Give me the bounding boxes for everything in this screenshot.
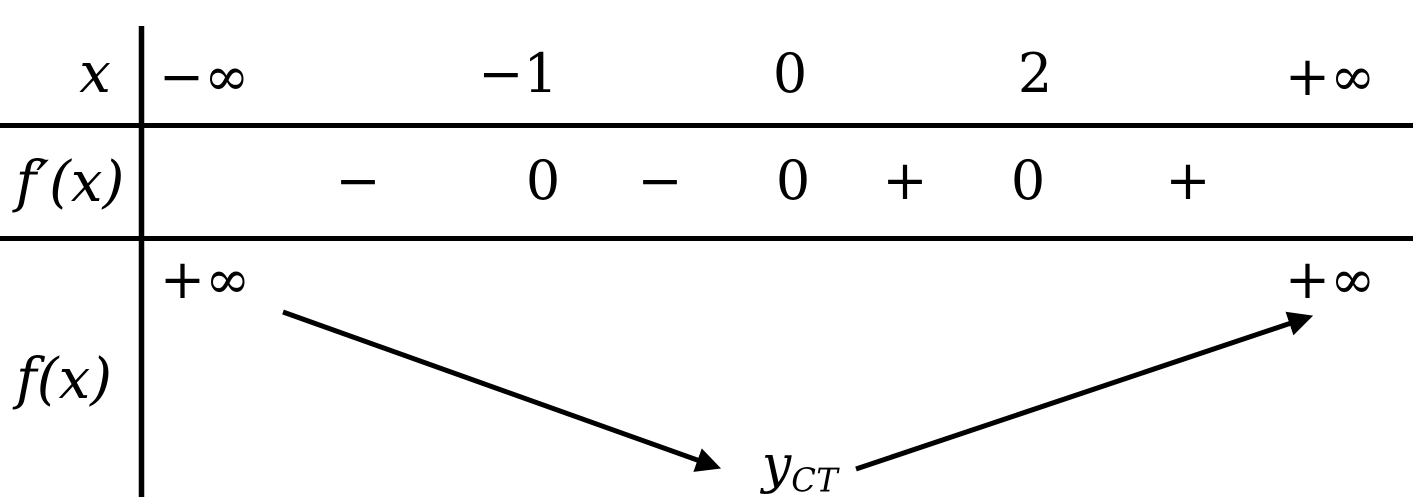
f-left-limit-plus-infinity: +∞	[159, 248, 251, 311]
fprime-sign-1: −	[335, 149, 381, 212]
fprime-zero-1: 0	[525, 149, 561, 212]
f-row-label: f(x)	[15, 347, 113, 412]
f-minimum-base: y	[761, 435, 792, 496]
x-value-minus-one: −1	[478, 42, 558, 105]
decreasing-arrow	[282, 309, 722, 472]
f-minimum-subscript: CT	[791, 461, 839, 500]
fprime-row-label: f′(x)	[15, 150, 125, 215]
f-right-limit-plus-infinity: +∞	[1284, 248, 1376, 311]
x-value-two: 2	[1017, 42, 1053, 105]
x-value-plus-infinity: +∞	[1284, 45, 1376, 108]
fprime-sign-4: +	[1165, 149, 1211, 212]
fprime-zero-3: 0	[1010, 149, 1046, 212]
fprime-sign-2: −	[637, 149, 683, 212]
fprime-sign-3: +	[882, 149, 928, 212]
x-value-zero: 0	[772, 42, 808, 105]
f-minimum-value: yCT	[762, 439, 838, 496]
x-row-label: x	[79, 41, 111, 106]
x-value-minus-infinity: −∞	[158, 45, 250, 108]
fprime-zero-2: 0	[775, 149, 811, 212]
increasing-arrow	[855, 311, 1314, 472]
